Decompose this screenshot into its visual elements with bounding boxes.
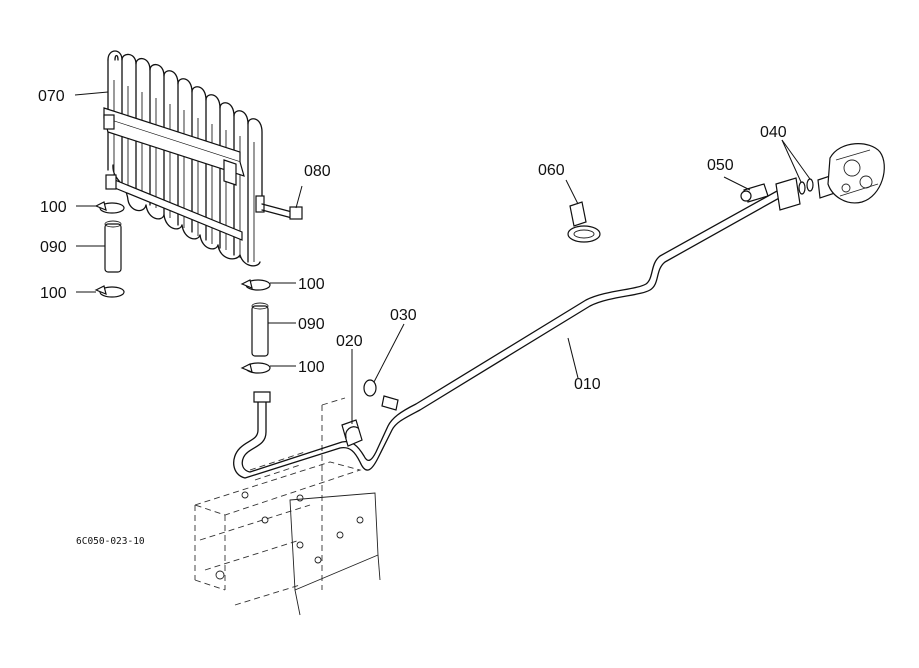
- callout-080: 080: [304, 163, 331, 180]
- oil-pipe: [233, 185, 791, 479]
- frame-phantom: [193, 397, 381, 616]
- callout-010: 010: [574, 376, 601, 393]
- callout-090-right: 090: [298, 316, 325, 333]
- callout-040: 040: [760, 124, 787, 141]
- clip-060: [567, 201, 601, 243]
- callout-060: 060: [538, 162, 565, 179]
- callout-100-left-top: 100: [40, 199, 67, 216]
- drawing-code: 6C050-023-10: [76, 536, 145, 547]
- callout-050: 050: [707, 157, 734, 174]
- callout-100-right-bottom: 100: [298, 359, 325, 376]
- callout-070: 070: [38, 88, 65, 105]
- pump-fitting: [740, 143, 885, 211]
- bolt-030: [363, 379, 399, 411]
- callout-100-right-top: 100: [298, 276, 325, 293]
- leader-lines: [74, 91, 811, 424]
- callout-100-left-bottom: 100: [40, 285, 67, 302]
- oil-cooler: [103, 50, 265, 267]
- clamp-020: [341, 419, 363, 447]
- left-hose: [94, 201, 125, 298]
- callout-090-left: 090: [40, 239, 67, 256]
- callout-030: 030: [390, 307, 417, 324]
- right-hose: [240, 279, 271, 374]
- callout-020: 020: [336, 333, 363, 350]
